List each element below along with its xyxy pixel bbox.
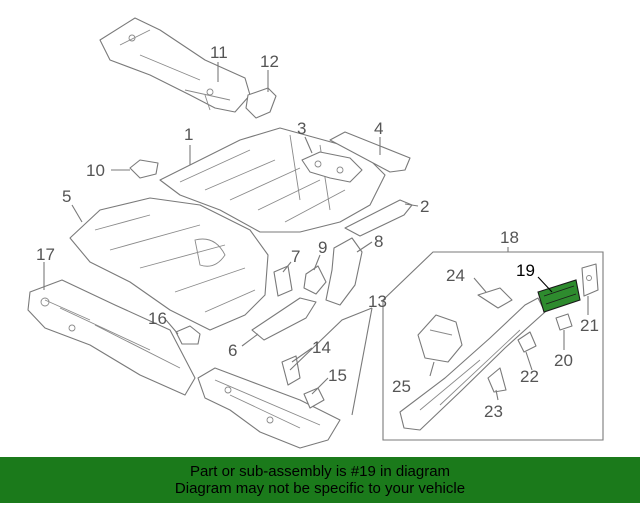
callout-13: 13 [368,292,387,311]
part-22-bracket [517,331,537,353]
callout-2: 2 [420,197,429,216]
callout-4: 4 [374,119,383,138]
part-2-extension [344,199,413,237]
callout-12: 12 [260,52,279,71]
part-8-side-rail [325,237,363,306]
callout-20: 20 [554,351,573,370]
side-rail-assembly [399,297,546,431]
callout-17: 17 [36,245,55,264]
part-15-bracket [303,387,325,409]
part-16-bracket [175,325,201,345]
part-7-bracket [273,265,293,297]
part-9-bracket [303,265,327,295]
part-24-bracket [477,287,513,309]
callout-7: 7 [291,247,300,266]
leader-lines [43,62,589,416]
callout-9: 9 [318,238,327,257]
part-11-rear-cross-member [99,17,251,113]
part-5-front-floor [69,197,269,331]
banner-line-2: Diagram may not be specific to your vehi… [174,480,466,497]
info-banner: Part or sub-assembly is #19 in diagram D… [0,457,640,503]
callout-5: 5 [62,187,71,206]
callout-16: 16 [148,309,167,328]
callout-10: 10 [86,161,105,180]
callout-19: 19 [516,261,535,280]
callout-15: 15 [328,366,347,385]
subassembly-18-frame [382,251,604,441]
callout-6: 6 [228,341,237,360]
part-4-rail [329,131,411,173]
part-20-bracket [555,313,573,331]
callout-24: 24 [446,266,465,285]
part-25-housing [417,314,463,363]
callout-11: 11 [210,43,228,62]
callout-23: 23 [484,402,503,421]
callout-14: 14 [312,338,331,357]
callout-25: 25 [392,377,411,396]
part-19-highlighted [537,279,581,313]
callout-1: 1 [184,125,193,144]
part-12-bracket [245,87,277,119]
callout-8: 8 [374,232,383,251]
part-21-bracket [581,263,599,297]
part-6-member [251,297,317,341]
part-10-plate [129,159,159,179]
part-17-crossmember [27,279,196,396]
banner-line-1: Part or sub-assembly is #19 in diagram [189,463,451,480]
callout-3: 3 [297,119,306,138]
part-3-reinforcement [301,151,363,183]
callout-labels: 11 12 1 3 4 10 2 5 17 16 7 9 8 6 13 14 1… [36,43,599,421]
callout-21: 21 [580,316,599,335]
part-13-crossmember [197,367,341,449]
callout-18: 18 [500,228,519,247]
part-23-bracket [487,367,507,393]
part-14-bracket [281,355,301,386]
callout-22: 22 [520,367,539,386]
